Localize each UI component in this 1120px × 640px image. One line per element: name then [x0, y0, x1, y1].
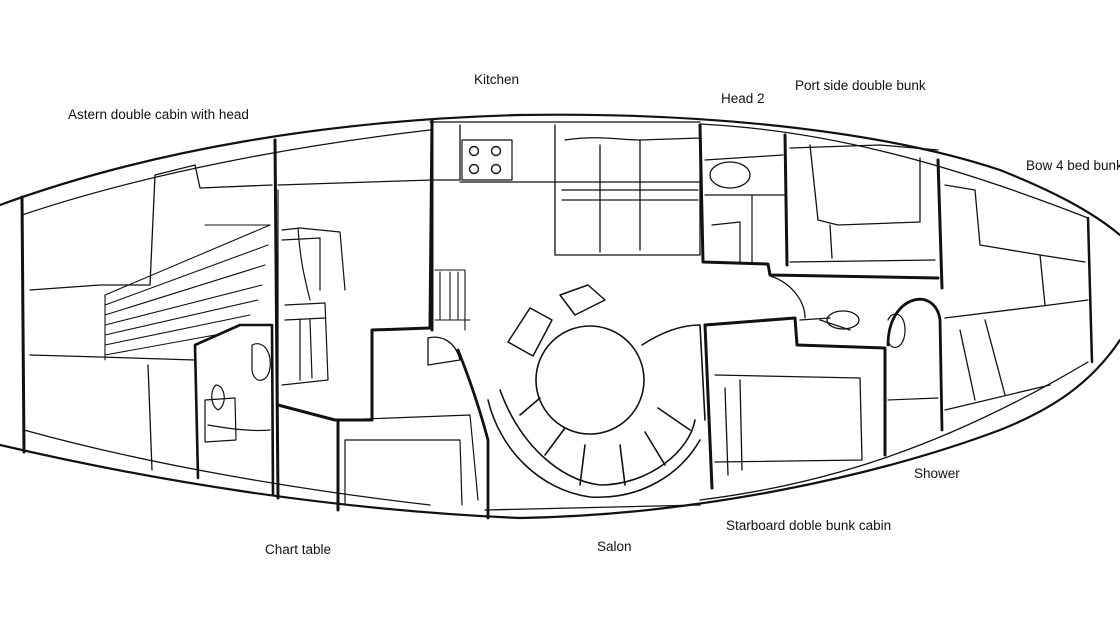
salon-table [535, 325, 645, 435]
salon-door [427, 336, 461, 366]
bow-bunk [944, 184, 1089, 411]
starboard-cabin-label: Starboard doble bunk cabin [726, 518, 892, 533]
hull-outline-lower [0, 338, 1120, 520]
hull-outline [0, 113, 1120, 237]
kitchen-counter [431, 124, 701, 256]
astern-head [193, 323, 275, 497]
salon-label: Salon [597, 539, 632, 554]
port-bunk [789, 144, 939, 263]
shower-label: Shower [914, 466, 960, 481]
stove-burner-1 [468, 145, 480, 157]
head2-label: Head 2 [721, 91, 765, 106]
astern-steps [104, 224, 271, 361]
kitchen-lockers [434, 269, 471, 331]
stern-bulkhead [20, 195, 26, 454]
port-bunk-label: Port side double bunk [795, 78, 926, 93]
bow-bulkhead [1086, 216, 1094, 364]
shower-walls [886, 297, 944, 432]
starboard-bunk [714, 317, 863, 476]
shower-fixtures [887, 313, 939, 401]
stove-burner-3 [468, 163, 480, 175]
starboard-walls [703, 316, 887, 490]
astern-cabin-label: Astern double cabin with head [68, 107, 249, 122]
chart-table-wall [276, 118, 434, 512]
chart-table-cabinets [277, 179, 433, 396]
kitchen-label: Kitchen [474, 72, 520, 87]
salon-stool-2 [559, 284, 606, 316]
kitchen-stove [461, 139, 513, 181]
bow-bunk-label: Bow 4 bed bunk [1026, 158, 1120, 173]
port-bunk-bulkhead [936, 158, 944, 290]
chart-table-berth [337, 414, 479, 506]
salon-stool-1 [507, 307, 553, 357]
chart-table-label: Chart table [265, 542, 332, 557]
astern-partition [273, 138, 280, 500]
head2-fixtures [704, 154, 786, 263]
astern-head-fixtures [204, 343, 271, 443]
inner-liner-starboard [23, 361, 1089, 511]
salon-companionway [456, 348, 490, 520]
salon-settee [487, 324, 706, 498]
head2-door-arc [769, 275, 806, 319]
head2-sink [709, 161, 751, 189]
inner-liner-port [21, 121, 1089, 219]
stove-burner-2 [490, 145, 502, 157]
head2-walls [698, 123, 940, 280]
stove-burner-4 [490, 163, 502, 175]
starboard-sink [826, 310, 860, 330]
